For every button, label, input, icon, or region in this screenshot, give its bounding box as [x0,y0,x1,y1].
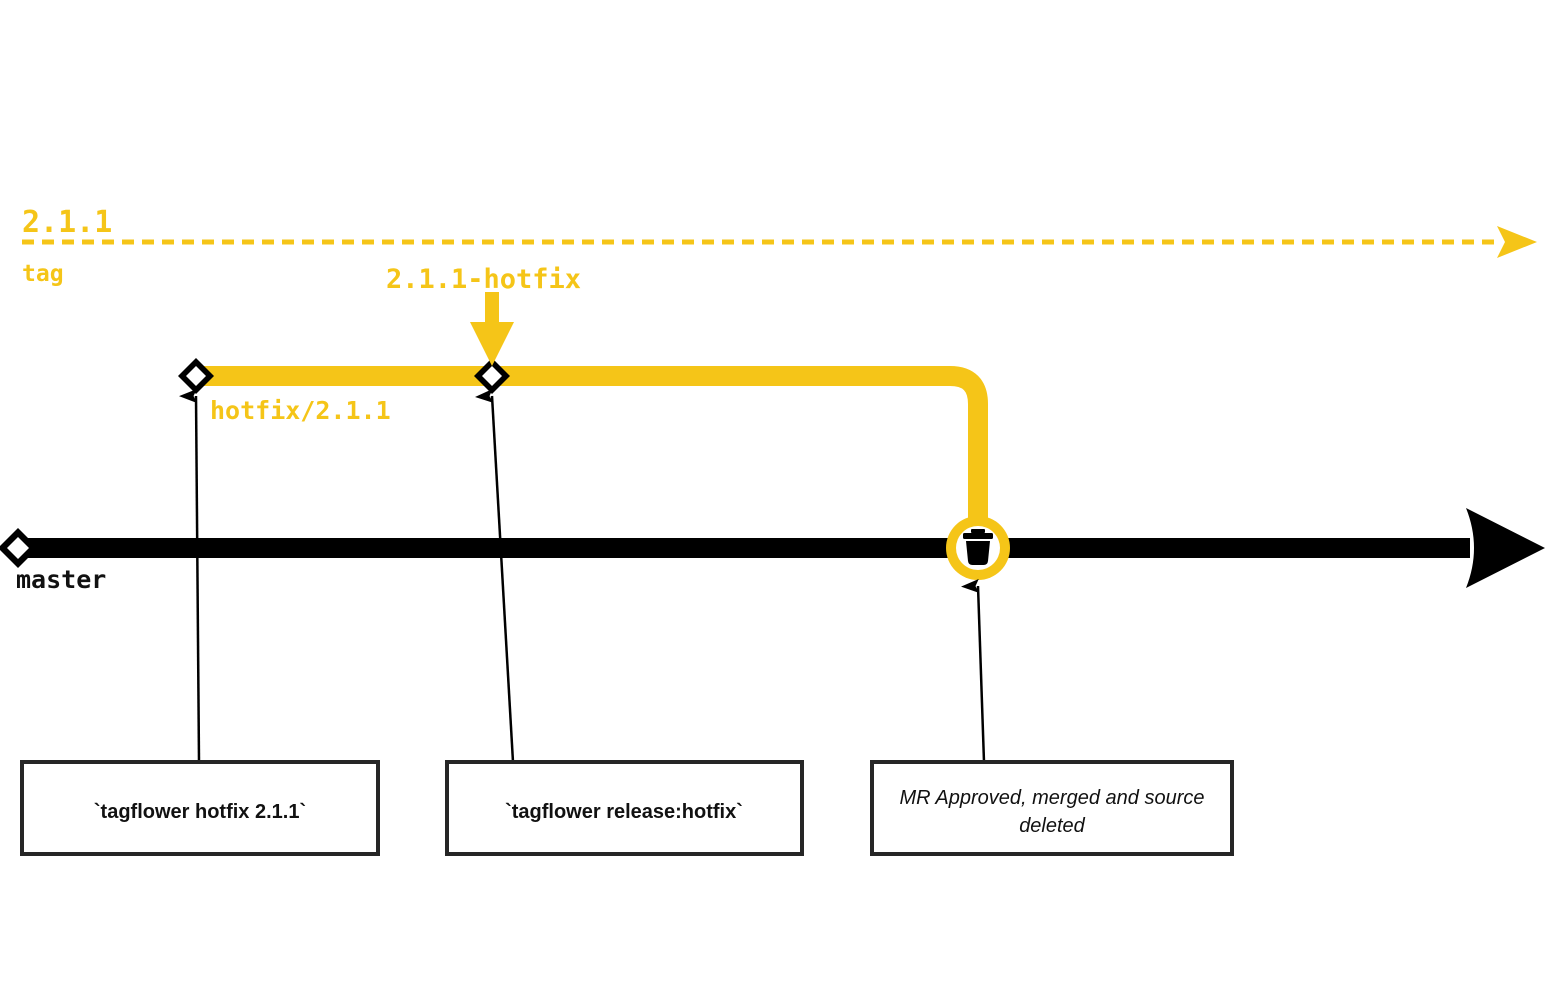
commit-diamond-1-inner-icon [186,366,206,386]
hotfix-branch-line [196,366,988,548]
hotfix-branch [196,366,988,548]
callout-box-2-frame [445,760,804,856]
master-trunk [0,508,1545,588]
connector-box2 [475,388,515,763]
callout-box-1-frame [20,760,380,856]
tag-callout-arrow [470,292,514,366]
commit-diamond-2-inner-icon [482,366,502,386]
callout-box-3-frame [870,760,1234,856]
branch-commit-diamonds [178,358,510,394]
branch-tag-callout-label: 2.1.1-hotfix [386,264,581,295]
callout-box-3[interactable] [870,760,1234,856]
connector-box3 [961,578,986,763]
branch-name-label: hotfix/2.1.1 [210,396,391,425]
callout-box-2-label: `tagflower release:hotfix` [505,801,743,823]
tag-callout-arrowhead-icon [470,322,514,366]
callout-box-1-label: `tagflower hotfix 2.1.1` [94,801,306,823]
callout-box-3-label-line2: deleted [1019,815,1085,837]
callout-box-1[interactable] [20,760,380,856]
tag-lane-title: 2.1.1 [22,205,112,240]
merge-node[interactable] [946,516,1010,580]
connector-box1 [179,388,201,763]
tag-arrowhead-icon [1497,226,1537,258]
trash-icon [963,529,993,565]
trunk-name-label: master [16,565,106,594]
master-arrowhead-icon [1466,508,1545,588]
callout-connectors [179,388,986,763]
tag-callout-arrow-shaft [485,292,499,328]
callout-box-2[interactable] [445,760,804,856]
master-start-diamond-inner-icon [7,537,29,559]
tag-lane-sublabel: tag [22,261,64,287]
tag-lane [22,226,1537,258]
callout-box-3-label-line1: MR Approved, merged and source [900,787,1205,809]
